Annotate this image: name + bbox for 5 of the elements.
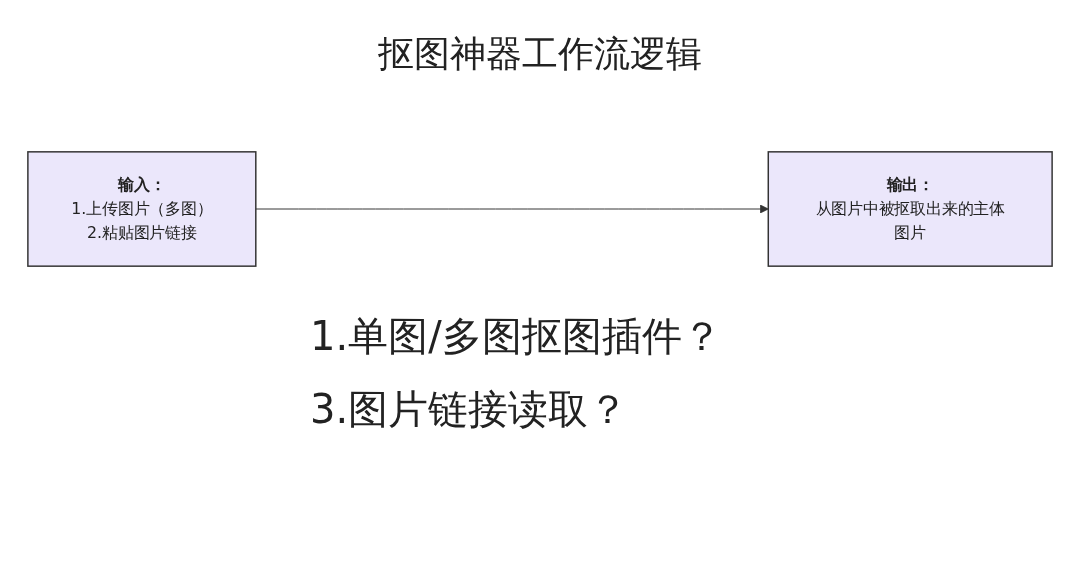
node-box: 输出： 从图片中被抠取出来的主体图片 <box>767 151 1053 267</box>
node-box: 输入： 1.上传图片（多图） 2.粘贴图片链接 <box>27 151 257 267</box>
note-text: 3.图片链接读取？ <box>310 385 630 434</box>
diagram-title: 抠图神器工作流逻辑 <box>377 32 703 76</box>
note-text: 1.单图/多图抠图插件？ <box>310 312 723 361</box>
